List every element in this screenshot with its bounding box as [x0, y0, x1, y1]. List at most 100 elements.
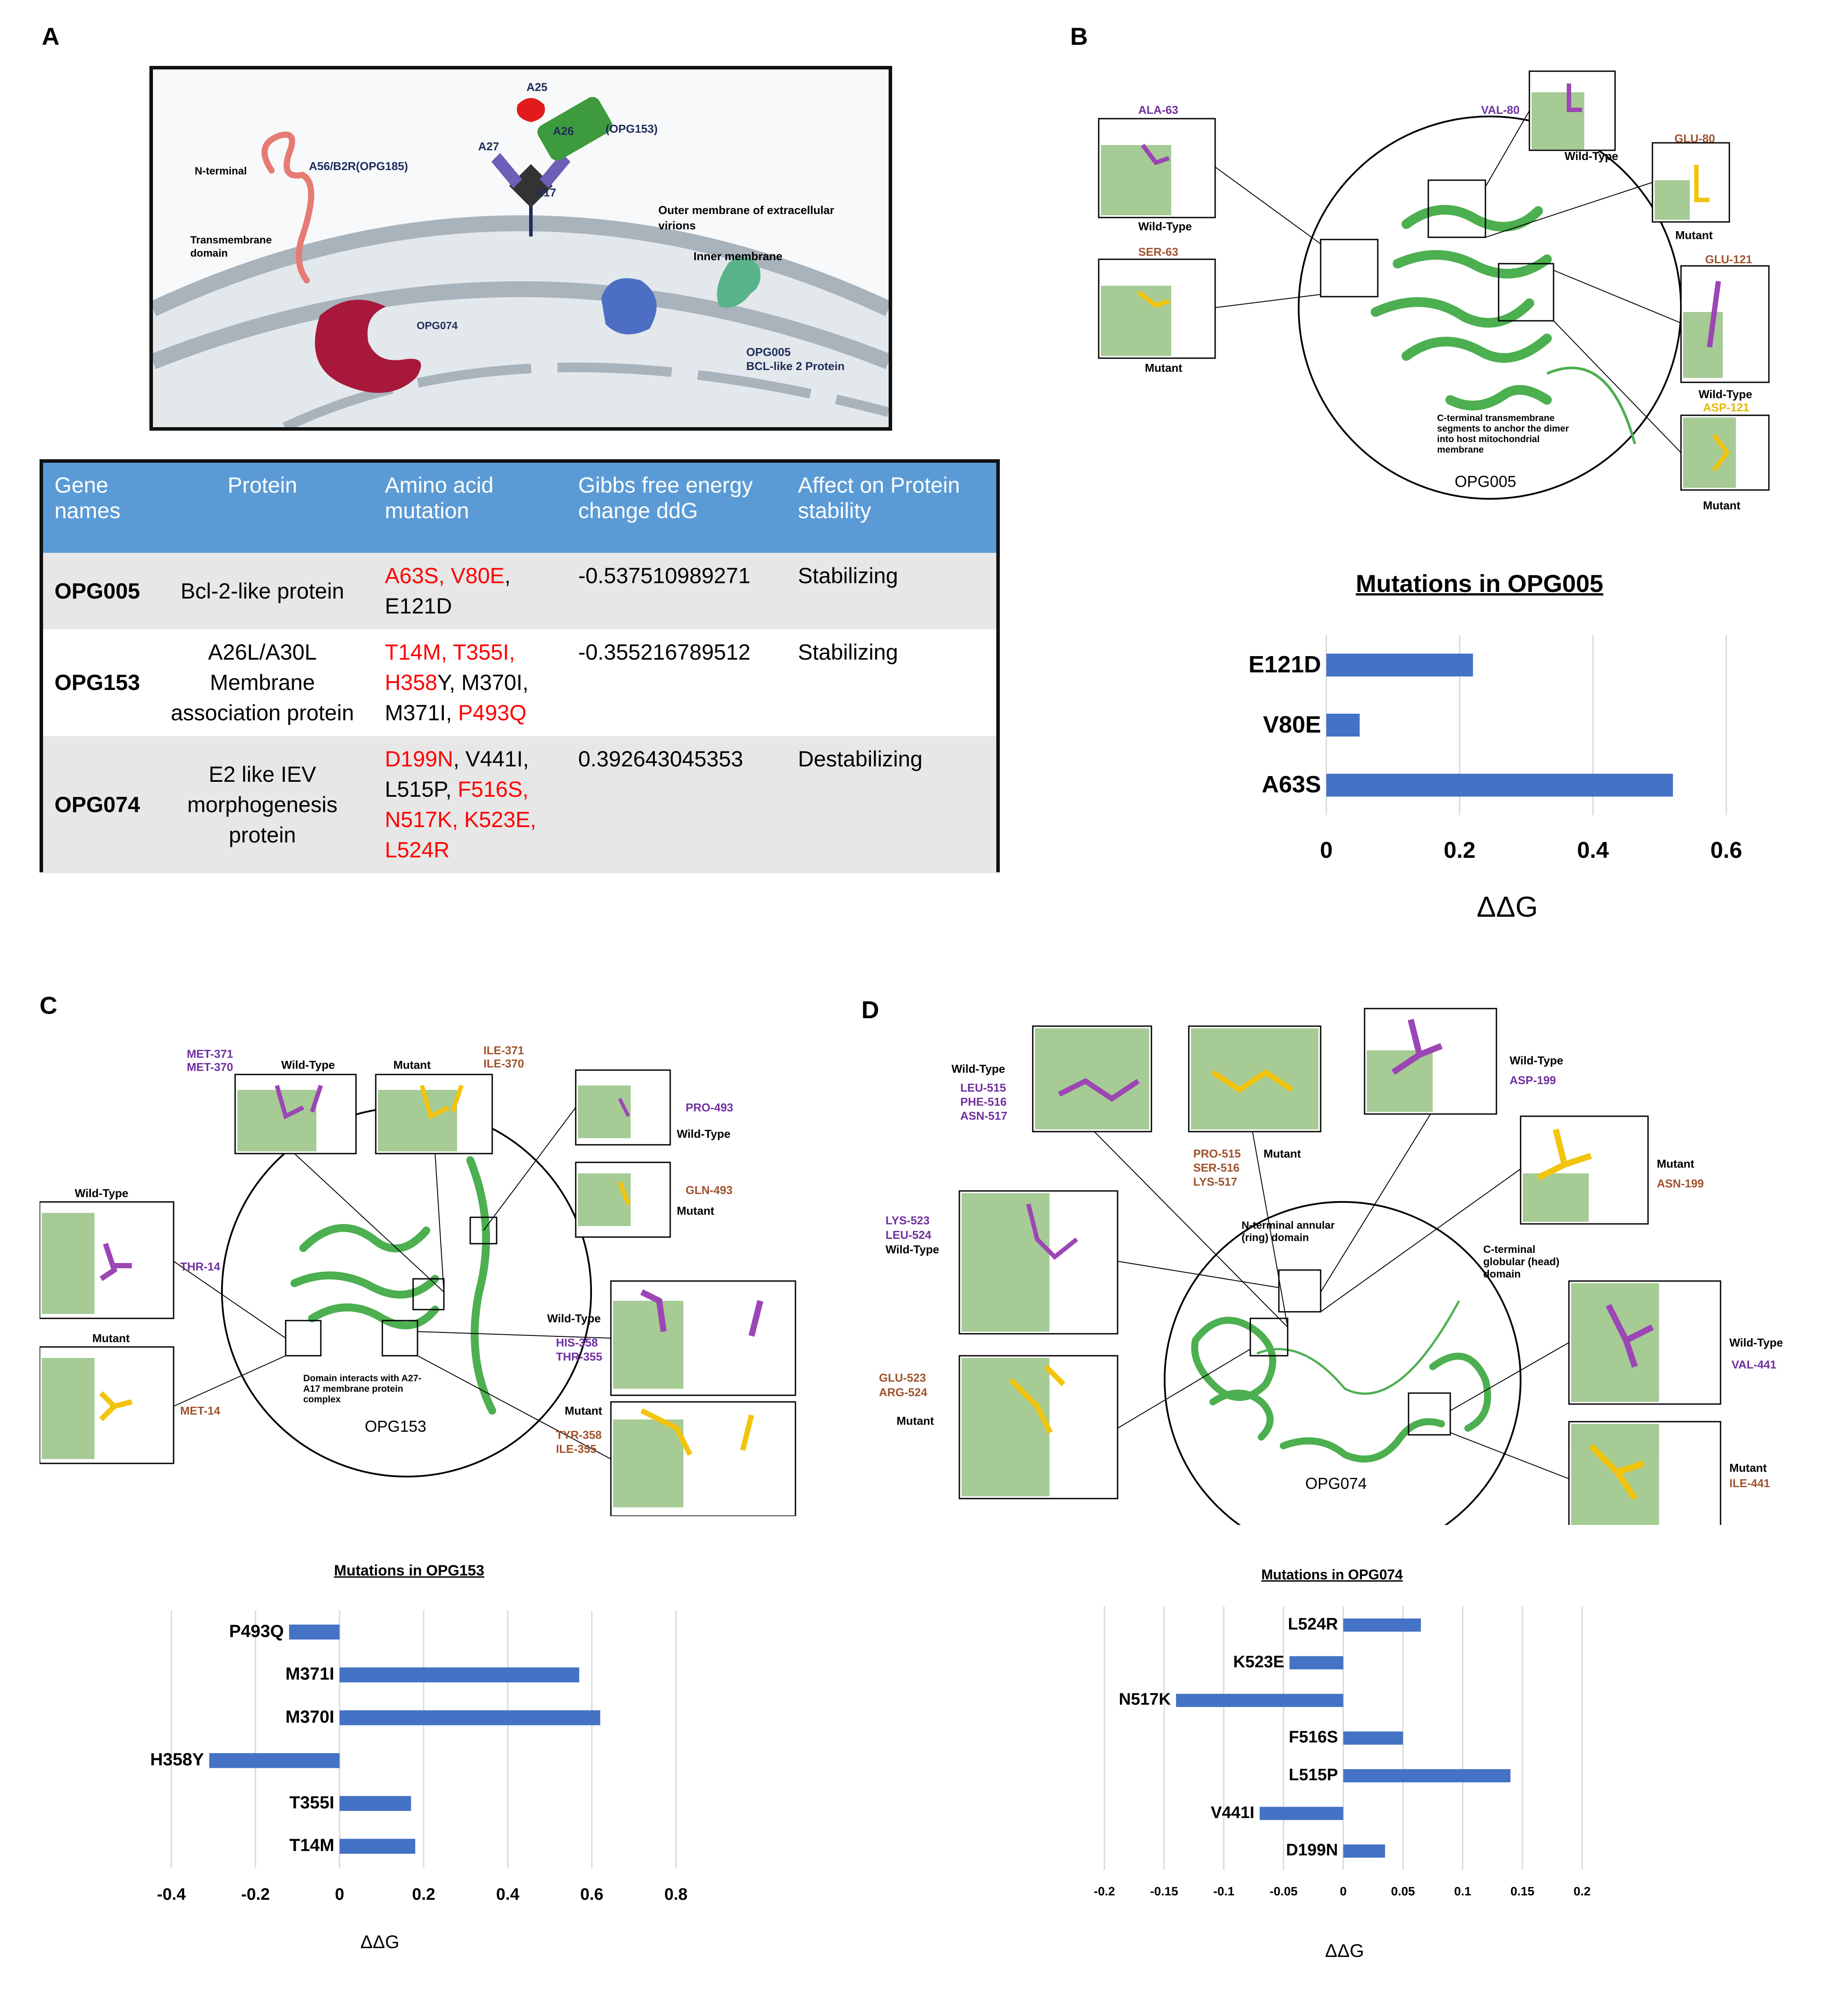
- gene-cell: OPG005: [43, 553, 152, 629]
- panel-label-d: D: [861, 996, 879, 1024]
- label-pro515: PRO-515: [1193, 1147, 1241, 1160]
- tick-label: 0: [335, 1885, 345, 1904]
- label-met370: MET-370: [187, 1060, 233, 1074]
- mutation-cell: D199N, V441I, L515P, F516S, N517K, K523E…: [373, 736, 567, 873]
- bar-h358y: [209, 1753, 340, 1768]
- category-label: F516S: [1289, 1728, 1338, 1747]
- bar-m370i: [339, 1710, 600, 1725]
- label-wt-515: Wild-Type: [951, 1062, 1006, 1075]
- label-met371: MET-371: [187, 1047, 233, 1060]
- label-domain: domain: [190, 247, 228, 259]
- category-label: M371I: [285, 1664, 334, 1684]
- label-domain-note: Domain interacts with A27-A17 membrane p…: [303, 1373, 421, 1405]
- structure-name-opg153: OPG153: [365, 1417, 427, 1435]
- bar-d199n: [1343, 1844, 1385, 1858]
- label-asp199: ASP-199: [1510, 1074, 1556, 1087]
- label-wt-441: Wild-Type: [1729, 1336, 1783, 1349]
- tick-label: -0.05: [1269, 1884, 1298, 1898]
- header-gene: Gene names: [43, 463, 152, 553]
- bar-f516s: [1343, 1731, 1403, 1745]
- protein-cell: Bcl-2-like protein: [151, 553, 374, 629]
- label-transmembrane: Transmembrane: [190, 234, 272, 246]
- label-thr355: THR-355: [556, 1350, 603, 1363]
- panel-label-a: A: [42, 22, 60, 50]
- gene-cell: OPG074: [43, 736, 152, 873]
- label-phe516: PHE-516: [960, 1095, 1007, 1108]
- label-mut-493: Mutant: [677, 1204, 715, 1217]
- label-opg005: OPG005: [746, 345, 791, 359]
- effect-cell: Destabilizing: [786, 736, 996, 873]
- label-ile441: ILE-441: [1729, 1477, 1770, 1490]
- tick-label: -0.2: [1093, 1884, 1115, 1898]
- x-axis-label: ΔΔG: [1325, 1940, 1364, 1961]
- label-ser516: SER-516: [1193, 1161, 1240, 1174]
- label-arg524: ARG-524: [879, 1386, 927, 1399]
- bar-t355i: [339, 1796, 411, 1811]
- tick-label: 0.2: [1444, 838, 1476, 863]
- tick-label: 0.2: [1573, 1884, 1591, 1898]
- label-a17: A17: [535, 186, 556, 199]
- ddg-cell: -0.355216789512: [578, 640, 751, 664]
- mutation-destab: D199N: [385, 747, 454, 771]
- mutation-destab: F516S, N517K, K523E, L524R: [385, 777, 537, 862]
- bar-k523e: [1289, 1656, 1343, 1670]
- category-label: A63S: [1261, 771, 1321, 798]
- category-label: T355I: [289, 1793, 334, 1812]
- label-val441: VAL-441: [1732, 1358, 1777, 1371]
- label-n-terminal-domain: N-terminal annular (ring) domain: [1242, 1220, 1335, 1244]
- label-mut-370: Mutant: [393, 1058, 431, 1071]
- bar-t14m: [339, 1839, 415, 1854]
- chart-title: Mutations in OPG074: [1261, 1567, 1403, 1582]
- label-tyr358: TYR-358: [556, 1428, 602, 1441]
- chart-title: Mutations in OPG153: [334, 1562, 484, 1579]
- category-label: E121D: [1248, 651, 1321, 678]
- mutation-destab: P493Q: [458, 701, 526, 725]
- label-inner-membrane: Inner membrane: [693, 250, 783, 263]
- label-glu80: GLU-80: [1674, 132, 1715, 145]
- category-label: D199N: [1286, 1841, 1338, 1860]
- membrane-illustration: [153, 97, 889, 427]
- label-mut-523: Mutant: [897, 1414, 934, 1427]
- tick-label: -0.15: [1150, 1884, 1178, 1898]
- label-pro493: PRO-493: [686, 1101, 733, 1114]
- bar-e121d: [1326, 653, 1473, 677]
- label-mut-199: Mutant: [1657, 1157, 1695, 1170]
- category-label: N517K: [1118, 1690, 1171, 1709]
- label-wt-370: Wild-Type: [281, 1058, 335, 1071]
- header-effect: Affect on Protein stability: [786, 463, 996, 553]
- label-mut-80: Mutant: [1675, 229, 1713, 242]
- label-outer-membrane: Outer membrane of extracellular: [658, 203, 835, 217]
- category-label: L515P: [1289, 1765, 1338, 1784]
- category-label: V441I: [1210, 1803, 1255, 1822]
- label-a26: A26: [553, 124, 574, 138]
- label-asn199: ASN-199: [1657, 1177, 1704, 1190]
- bar-m371i: [339, 1667, 579, 1683]
- label-wt-14: Wild-Type: [75, 1187, 129, 1200]
- label-n-terminal: N-terminal: [195, 165, 247, 177]
- table-header-row: Gene names Protein Amino acid mutation G…: [43, 463, 996, 553]
- label-wt-358: Wild-Type: [547, 1312, 601, 1325]
- tick-label: 0.05: [1391, 1884, 1415, 1898]
- label-cterm-note: C-terminal transmembrane segments to anc…: [1437, 413, 1569, 455]
- category-label: H358Y: [150, 1750, 204, 1770]
- structure-name-opg074: OPG074: [1305, 1474, 1367, 1492]
- label-mut-63: Mutant: [1145, 361, 1183, 374]
- bar-l515p: [1343, 1769, 1510, 1782]
- label-c-terminal-domain: C-terminal globular (head) domain: [1483, 1244, 1560, 1280]
- effect-cell: Stabilizing: [786, 553, 996, 629]
- label-wt-199: Wild-Type: [1510, 1054, 1564, 1067]
- tick-label: 0: [1340, 1884, 1347, 1898]
- category-label: T14M: [289, 1836, 334, 1855]
- membrane-schematic: A25 A26 (OPG153) A27 A17 A56/B2R(OPG185)…: [149, 66, 892, 431]
- label-mut-14: Mutant: [92, 1332, 130, 1345]
- header-ddg: Gibbs free energy change ddG: [566, 463, 787, 553]
- gene-cell: OPG153: [54, 670, 140, 695]
- x-axis-label: ΔΔG: [360, 1931, 399, 1952]
- mutation-cell: T14M, T355I, H358Y, M370I, M371I, P493Q: [374, 629, 567, 736]
- label-wt-121: Wild-Type: [1699, 388, 1753, 401]
- label-glu121: GLU-121: [1705, 253, 1752, 266]
- structure-opg005-svg: [1098, 70, 1770, 500]
